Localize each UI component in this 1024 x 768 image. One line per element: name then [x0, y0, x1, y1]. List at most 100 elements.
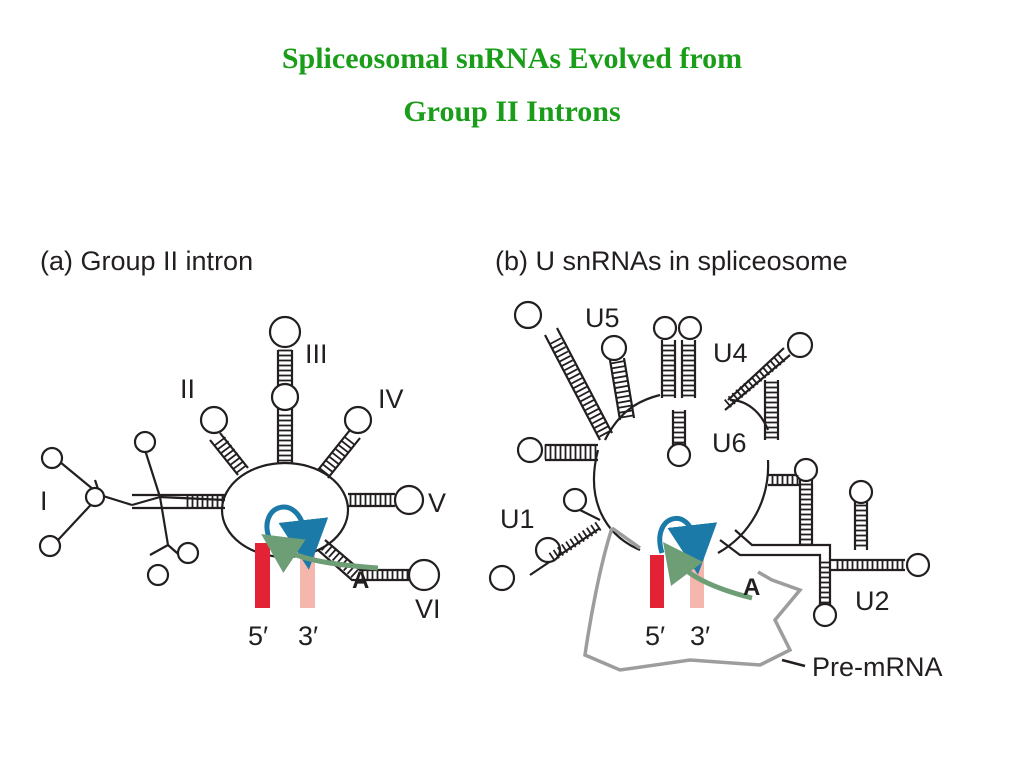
five-prime-label-a: 5′	[248, 621, 268, 651]
domain-ii-loop	[199, 405, 229, 435]
base-pair-rung	[615, 389, 630, 395]
base-pair-rung	[321, 463, 334, 473]
u1-loop-1	[516, 436, 544, 464]
base-pair-rung	[226, 452, 239, 462]
base-pair-rung	[754, 373, 763, 382]
u4-loop-long	[786, 331, 814, 359]
base-pair-rung	[548, 552, 556, 562]
snrna-label-u5: U5	[585, 303, 620, 333]
base-pair-rung	[617, 404, 632, 409]
base-pair-rung	[570, 377, 583, 385]
u2-stem-1	[719, 529, 832, 605]
base-pair-rung	[739, 386, 748, 395]
base-pair-rung	[762, 366, 770, 376]
base-pair-rung	[575, 386, 588, 394]
base-pair-rung	[334, 447, 346, 458]
panel-b: (b) U snRNAs in spliceosome	[488, 246, 943, 682]
base-pair-rung	[566, 368, 578, 376]
base-pair-rung	[350, 569, 359, 578]
base-pair-rung	[773, 356, 782, 366]
base-pair-rung	[769, 360, 778, 369]
domain-iv-loop	[343, 405, 373, 435]
base-pair-rung	[611, 370, 626, 375]
base-pair-rung	[586, 527, 594, 537]
domain-label-iii: III	[305, 339, 328, 369]
base-pair-rung	[618, 409, 633, 414]
base-pair-rung	[727, 395, 736, 405]
panel-b-base-pairs	[544, 337, 904, 604]
panel-a: (a) Group II intron	[38, 246, 446, 651]
base-pair-rung	[616, 399, 632, 404]
branch-point-a-label-b: A	[743, 574, 760, 601]
base-pair-rung	[552, 341, 564, 350]
u2-loop-2	[793, 457, 819, 483]
five-prime-label-b: 5′	[645, 621, 665, 651]
base-pair-rung	[214, 436, 227, 446]
domain-label-iv: IV	[378, 384, 404, 414]
base-pair-rung	[585, 403, 597, 411]
base-pair-rung	[325, 459, 337, 469]
base-pair-rung	[554, 346, 566, 354]
domain-label-i: I	[40, 486, 48, 516]
base-pair-rung	[563, 363, 576, 372]
base-pair-rung	[610, 365, 625, 370]
base-pair-rung	[594, 421, 606, 429]
u5-stem-1	[544, 327, 613, 441]
base-pair-rung	[561, 543, 569, 554]
exon-3-prime-bar-a	[300, 543, 315, 608]
base-pair-rung	[569, 538, 577, 548]
pre-mrna-strand	[583, 526, 803, 672]
group-ii-intron-structure	[38, 315, 441, 592]
u4-loop-left	[652, 315, 678, 341]
u4-stem-left	[660, 340, 677, 398]
base-pair-rung	[552, 549, 560, 559]
domain-label-vi: VI	[415, 594, 441, 624]
domain-v-loop	[393, 484, 425, 516]
base-pair-rung	[343, 435, 355, 446]
base-pair-rung	[318, 467, 331, 477]
snrna-label-u4: U4	[713, 338, 748, 368]
base-pair-rung	[735, 389, 744, 399]
base-pair-rung	[577, 390, 590, 398]
base-pair-rung	[559, 355, 571, 363]
three-prime-label-a: 3′	[298, 621, 318, 651]
domain-iii-loop-mid	[270, 382, 300, 412]
base-pair-rung	[731, 392, 740, 402]
base-pair-rung	[331, 451, 343, 462]
base-pair-rung	[590, 524, 598, 534]
base-pair-rung	[223, 448, 236, 458]
base-pair-rung	[587, 408, 599, 416]
base-pair-rung	[765, 363, 774, 373]
snrna-label-u1: U1	[500, 504, 535, 534]
base-pair-rung	[220, 444, 233, 454]
branch-point-a-label: A	[352, 567, 369, 594]
base-pair-rung	[561, 359, 574, 367]
blue-arrow-a	[264, 504, 329, 570]
base-pair-rung	[610, 360, 625, 365]
base-pair-rung	[594, 521, 602, 532]
base-pair-rung	[596, 425, 609, 433]
domain-i-loop-5	[146, 563, 170, 587]
u1-loop-3	[488, 564, 516, 592]
base-pair-rung	[573, 535, 581, 545]
u4-loop-right	[677, 315, 703, 341]
u6-loop-left	[666, 442, 692, 468]
u6-stem-right	[763, 380, 780, 440]
base-pair-rung	[232, 460, 245, 470]
snrna-label-u6: U6	[712, 428, 747, 458]
u2-loop-4	[905, 552, 931, 578]
exon-5-prime-bar-b	[650, 555, 664, 608]
domain-iii-loop-top	[268, 315, 302, 349]
green-arrow-b	[662, 542, 753, 601]
base-pair-rung	[750, 376, 759, 386]
base-pair-rung	[614, 384, 629, 390]
domain-i-loop-3	[38, 534, 62, 558]
spliceosome-structure	[488, 300, 931, 628]
base-pair-rung	[229, 456, 242, 466]
u5-loop-2	[600, 334, 628, 362]
domain-i-junction	[84, 486, 106, 508]
domain-vi-loop	[407, 558, 441, 592]
base-pair-rung	[217, 440, 230, 450]
base-pair-rung	[549, 337, 562, 345]
